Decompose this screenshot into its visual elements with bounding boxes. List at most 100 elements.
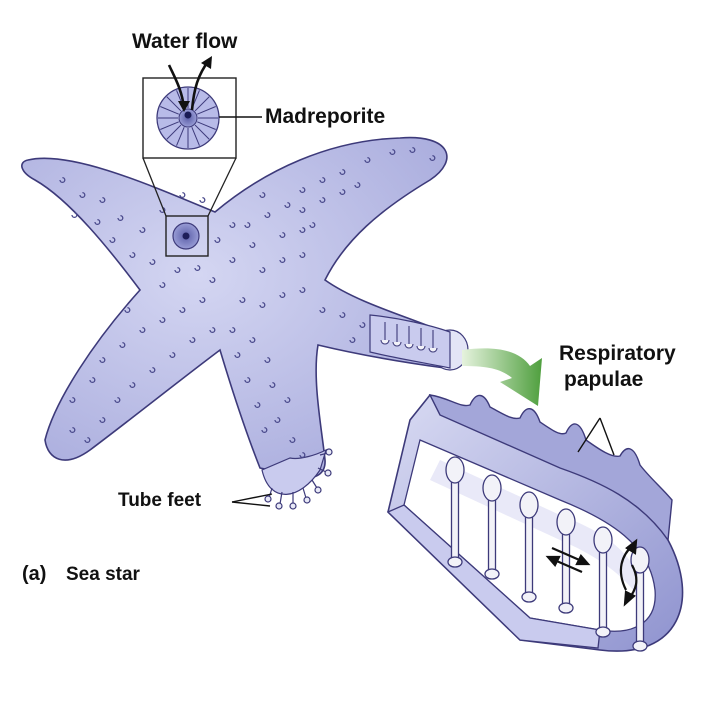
zoom-lines	[142, 157, 237, 217]
spine-mark	[409, 146, 416, 154]
water-flow-label: Water flow	[132, 30, 238, 53]
spine-mark	[244, 376, 251, 384]
spine-mark	[149, 258, 156, 266]
spine-mark	[264, 356, 271, 364]
madreporite-ridge	[160, 121, 179, 130]
green-arrow	[462, 348, 542, 406]
spine-mark	[139, 226, 146, 234]
spine-mark	[99, 196, 106, 204]
spine-mark	[259, 191, 266, 199]
spine-mark	[159, 281, 166, 289]
spine-mark	[299, 226, 306, 234]
spine-mark	[299, 451, 306, 459]
spine-mark	[259, 301, 266, 309]
spine-mark	[279, 231, 286, 239]
madreporite-ridge	[194, 124, 210, 140]
spine-mark	[254, 401, 261, 409]
spine-mark	[274, 416, 281, 424]
spine-mark	[319, 196, 326, 204]
spine-mark	[209, 276, 216, 284]
section-tube-foot	[556, 508, 576, 614]
water-flow-arrowheads	[178, 56, 212, 112]
respiratory-label-line1: Respiratory	[559, 342, 676, 365]
spine-mark	[71, 211, 78, 219]
spine-mark	[214, 236, 221, 244]
section-tube-foot	[482, 474, 502, 580]
spine-mark	[319, 176, 326, 184]
spine-mark	[259, 266, 266, 274]
spine-mark	[289, 436, 296, 444]
spine-mark	[339, 168, 346, 176]
spine-mark	[99, 416, 106, 424]
madreporite-ridge	[197, 106, 216, 115]
spine-mark	[269, 381, 276, 389]
spine-mark	[199, 296, 206, 304]
caption-letter: (a)	[22, 563, 47, 585]
body-spines	[59, 146, 436, 459]
spine-mark	[229, 221, 236, 229]
section-tube-foot	[445, 456, 465, 568]
spine-mark	[189, 336, 196, 344]
spine-mark	[194, 264, 201, 272]
madreporite-ridge	[160, 106, 179, 115]
spine-mark	[349, 336, 356, 344]
spine-mark	[234, 351, 241, 359]
sea-star-body	[21, 136, 464, 481]
spine-mark	[264, 211, 271, 219]
spine-mark	[59, 176, 66, 184]
spine-mark	[249, 336, 256, 344]
tube-feet-label: Tube feet	[118, 490, 202, 511]
spine-mark	[199, 196, 206, 204]
spine-mark	[149, 366, 156, 374]
spine-mark	[279, 256, 286, 264]
spine-mark	[229, 326, 236, 334]
spine-mark	[69, 396, 76, 404]
spine-mark	[117, 214, 124, 222]
section-tube-foot	[593, 526, 613, 638]
madreporite-ridge	[197, 121, 216, 130]
spine-mark	[354, 181, 361, 189]
spine-mark	[359, 321, 366, 329]
spine-mark	[179, 306, 186, 314]
spine-mark	[239, 296, 246, 304]
madreporite-on-body	[165, 215, 209, 257]
gas-exchange-arrows	[545, 538, 638, 607]
spine-mark	[169, 351, 176, 359]
madreporite-ridge	[176, 127, 185, 146]
spine-mark	[284, 396, 291, 404]
spine-mark	[174, 266, 181, 274]
spine-mark	[129, 381, 136, 389]
spine-mark	[129, 251, 136, 259]
spine-mark	[249, 241, 256, 249]
spine-mark	[99, 356, 106, 364]
tube-feet-leaders	[231, 493, 273, 507]
caption-text: Sea star	[66, 564, 140, 585]
spine-mark	[299, 251, 306, 259]
madreporite-ridge	[194, 96, 210, 112]
spine-mark	[364, 156, 371, 164]
spine-mark	[94, 218, 101, 226]
spine-mark	[89, 376, 96, 384]
spine-mark	[299, 286, 306, 294]
papulae-leaders	[577, 417, 615, 456]
arm-cutaway	[369, 314, 469, 371]
spine-mark	[299, 186, 306, 194]
spine-mark	[84, 436, 91, 444]
spine-mark	[244, 221, 251, 229]
section-tube-foot	[519, 491, 539, 603]
spine-mark	[159, 316, 166, 324]
spine-mark	[389, 148, 396, 156]
madreporite-ridge	[166, 124, 182, 140]
spine-mark	[284, 201, 291, 209]
spine-mark	[339, 188, 346, 196]
spine-mark	[429, 154, 436, 162]
spine-mark	[114, 396, 121, 404]
spine-mark	[109, 236, 116, 244]
spine-mark	[179, 191, 186, 199]
spine-mark	[229, 256, 236, 264]
spine-mark	[69, 426, 76, 434]
spine-mark	[319, 306, 326, 314]
madreporite-ridge	[191, 127, 200, 146]
